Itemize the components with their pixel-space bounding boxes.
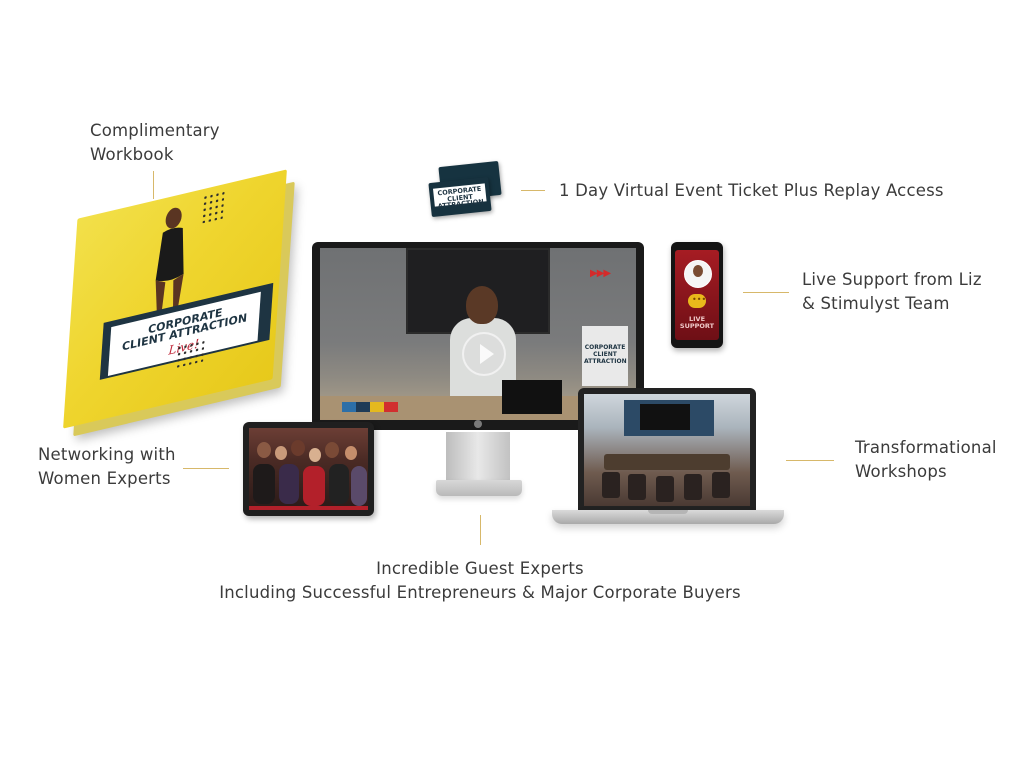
crowd-person — [345, 446, 357, 460]
crowd-body — [279, 464, 299, 504]
swatch-blue — [342, 402, 356, 412]
label-workbook: Complimentary Workbook — [90, 119, 220, 167]
tablet-red-bar — [249, 506, 368, 510]
label-support-line2: & Stimulyst Team — [802, 294, 950, 313]
label-workbook-line2: Workbook — [90, 145, 174, 164]
tablet-networking-photo — [249, 428, 368, 510]
label-experts: Incredible Guest Experts Including Succe… — [160, 557, 800, 605]
crowd-person — [309, 448, 321, 462]
ticket-label-box: CORPORATE CLIENT ATTRACTION — [432, 183, 487, 210]
event-tickets: CORPORATE CLIENT ATTRACTION — [428, 160, 506, 220]
chair — [684, 474, 702, 500]
connector-workshops — [786, 460, 834, 461]
workbook-dots-top — [200, 190, 225, 224]
laptop-device — [578, 388, 756, 510]
tablet-device — [243, 422, 374, 516]
phone-screen: ••• LIVE SUPPORT — [675, 250, 719, 340]
crowd-body — [253, 464, 275, 504]
desktop-monitor: CORPORATE CLIENT ATTRACTION ▶▶▶ — [312, 242, 644, 430]
triple-arrow-icon: ▶▶▶ — [590, 268, 611, 279]
label-workshops: Transformational Workshops — [855, 436, 997, 484]
label-ticket-line1: 1 Day Virtual Event Ticket Plus Replay A… — [559, 181, 944, 200]
connector-ticket — [521, 190, 545, 191]
monitor-logo-icon — [474, 420, 482, 428]
label-workshops-line1: Transformational — [855, 438, 997, 457]
color-swatches — [342, 402, 422, 412]
label-networking-line1: Networking with — [38, 445, 176, 464]
room-screen — [640, 404, 690, 430]
crowd-body — [351, 466, 367, 506]
banner-title-line2: CLIENT ATTRACTION — [584, 351, 627, 365]
workbook-cover: CORPORATE CLIENT ATTRACTION Live! — [63, 169, 287, 429]
crowd-person — [275, 446, 287, 460]
play-triangle — [480, 344, 494, 364]
laptop-notch — [648, 510, 688, 514]
phone-text-line2: SUPPORT — [679, 322, 715, 330]
connector-workbook — [153, 171, 154, 199]
swatch-navy — [356, 402, 370, 412]
monitor-neck — [446, 432, 510, 486]
label-experts-line2: Including Successful Entrepreneurs & Maj… — [219, 583, 741, 602]
banner-title-line1: CORPORATE — [584, 344, 626, 351]
crowd-person — [257, 442, 271, 458]
label-workbook-line1: Complimentary — [90, 121, 220, 140]
play-icon[interactable] — [462, 332, 506, 376]
banner-stand: CORPORATE CLIENT ATTRACTION — [582, 326, 628, 386]
mobile-phone: ••• LIVE SUPPORT — [671, 242, 723, 348]
connector-support — [743, 292, 789, 293]
chat-bubble-icon: ••• — [688, 294, 706, 308]
desk-laptop — [502, 380, 562, 414]
ticket-title: CORPORATE CLIENT ATTRACTION — [434, 185, 486, 211]
phone-support-text: LIVE SUPPORT — [675, 316, 719, 330]
crowd-body — [329, 464, 349, 504]
label-support-line1: Live Support from Liz — [802, 270, 982, 289]
label-support: Live Support from Liz & Stimulyst Team — [802, 268, 982, 316]
label-workshops-line2: Workshops — [855, 462, 947, 481]
label-ticket: 1 Day Virtual Event Ticket Plus Replay A… — [559, 179, 944, 203]
crowd-person — [291, 440, 305, 456]
ticket-front: CORPORATE CLIENT ATTRACTION — [428, 176, 492, 218]
monitor-base — [436, 480, 522, 496]
chair — [628, 474, 646, 500]
avatar-face — [693, 265, 703, 277]
chair — [602, 472, 620, 498]
connector-experts — [480, 515, 481, 545]
crowd-person — [325, 442, 339, 458]
connector-networking — [183, 468, 229, 469]
crowd-body — [303, 466, 325, 506]
speaker-head — [466, 286, 498, 324]
label-networking: Networking with Women Experts — [38, 443, 176, 491]
banner-stand-title: CORPORATE CLIENT ATTRACTION — [584, 344, 627, 365]
phone-text-line1: LIVE — [688, 315, 706, 323]
chair — [712, 472, 730, 498]
label-networking-line2: Women Experts — [38, 469, 171, 488]
chair — [656, 476, 674, 502]
workbook-image: CORPORATE CLIENT ATTRACTION Live! — [63, 169, 298, 437]
conference-table — [604, 454, 730, 470]
label-experts-line1: Incredible Guest Experts — [376, 559, 584, 578]
swatch-yellow — [370, 402, 384, 412]
chat-dots: ••• — [692, 295, 707, 304]
swatch-red — [384, 402, 398, 412]
laptop-base — [552, 510, 784, 524]
laptop-workshop-photo — [584, 394, 750, 506]
avatar — [684, 260, 712, 288]
